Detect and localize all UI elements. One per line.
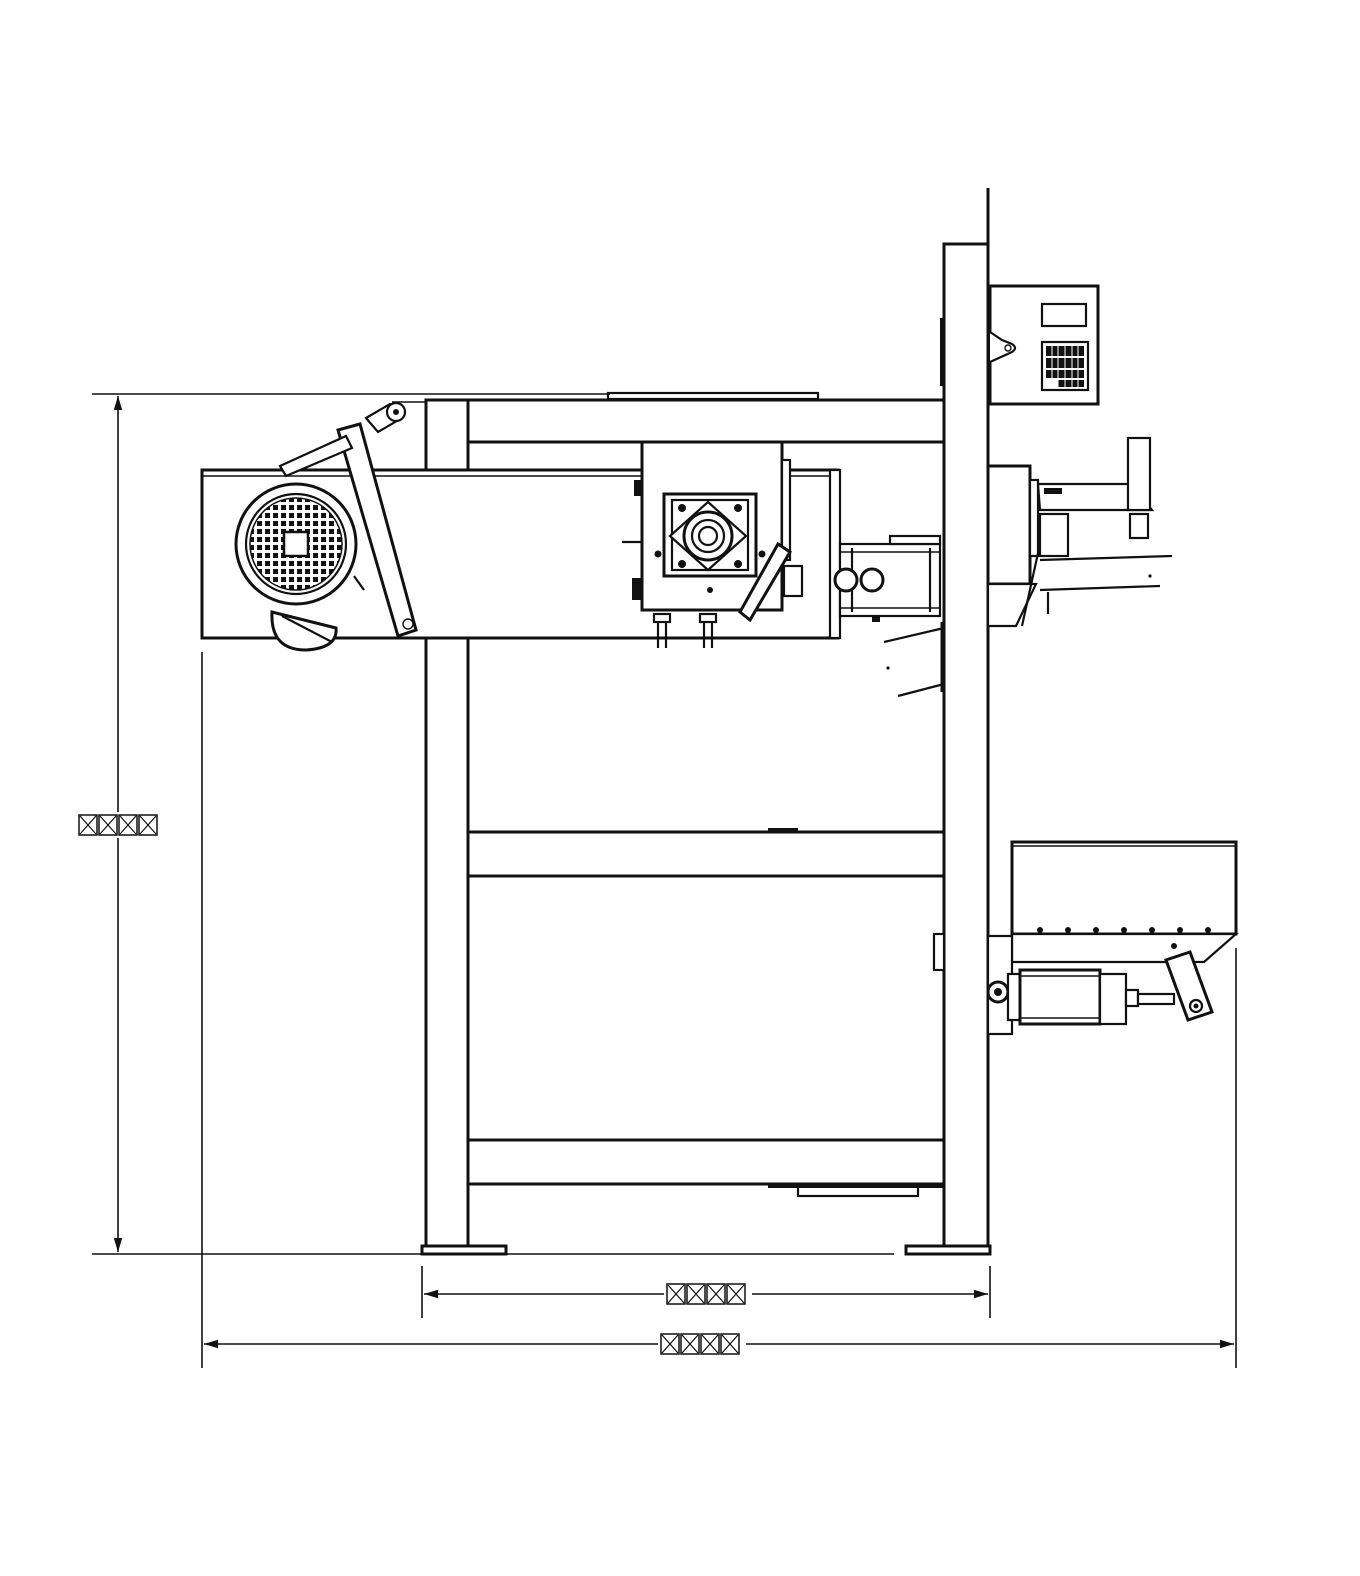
- control-display: [1040, 302, 1088, 328]
- body-bolt-bottom: [707, 587, 713, 593]
- motor-terminal-dome: [270, 610, 338, 652]
- body-bolt-left: [654, 550, 662, 558]
- gearbox-angled-guard: [738, 541, 793, 623]
- overall-width-dimension-label: [658, 1332, 742, 1356]
- right-lever-assembly: [986, 436, 1173, 628]
- gearbox-left-lug-top: [634, 480, 642, 496]
- fitting-right-cap: [698, 612, 718, 624]
- lever-upright: [1126, 436, 1152, 512]
- lever-screw: [1044, 488, 1062, 494]
- discharge-tray-assembly: [932, 840, 1239, 1036]
- missing-glyph-box: [118, 814, 138, 836]
- missing-glyph-box: [700, 1333, 720, 1355]
- height-dimension-label: [76, 813, 160, 837]
- roller-right: [859, 567, 885, 593]
- lower-crossbar: [466, 1138, 946, 1186]
- right-foot: [904, 1244, 992, 1256]
- control-box-mount-left: [940, 318, 944, 386]
- body-bolt-right: [758, 550, 766, 558]
- gearbox-side-block: [782, 564, 804, 598]
- flange-bolt-br: [734, 560, 742, 568]
- mount-bolt-bottom: [402, 618, 414, 630]
- lever-bracket: [1028, 478, 1040, 558]
- lever-side-plate: [1038, 512, 1070, 558]
- lever-arm: [1036, 482, 1155, 512]
- crossbar-clip: [768, 828, 798, 833]
- deflector-lower: [897, 682, 945, 698]
- missing-glyph-box: [660, 1333, 680, 1355]
- left-foot: [420, 1244, 508, 1256]
- lower-plate-clip: [768, 1184, 944, 1188]
- discharge-tray: [1010, 840, 1238, 936]
- right-post: [942, 242, 990, 1250]
- pivot-bolt-center: [393, 409, 399, 415]
- roller-top-bracket: [888, 534, 942, 546]
- drive-motor: [234, 401, 426, 652]
- machine-frame: [420, 188, 992, 1256]
- missing-glyph-box: [98, 814, 118, 836]
- control-box-hinge-clip: [989, 331, 1017, 364]
- motor-dome-strap: [281, 615, 333, 643]
- deflector-upper: [883, 626, 945, 644]
- missing-glyph-box: [680, 1333, 700, 1355]
- rocker-pivot-top: [1171, 943, 1177, 949]
- control-box-hinge-pin: [1004, 344, 1012, 352]
- lever-lower-wedge: [986, 582, 1038, 628]
- missing-glyph-box: [666, 1283, 686, 1305]
- missing-glyph-box: [706, 1283, 726, 1305]
- cylinder-barrel: [1018, 968, 1102, 1026]
- missing-glyph-box: [686, 1283, 706, 1305]
- missing-glyph-box: [138, 814, 158, 836]
- keypad-keys: [1046, 346, 1084, 387]
- roller-bottom-nut: [872, 616, 880, 622]
- flange-bolt-bl: [678, 560, 686, 568]
- tray-left-mount: [932, 932, 946, 972]
- lever-guide-rail-top: [1039, 554, 1173, 562]
- motor-shaft-square: [282, 530, 310, 558]
- flange-bolt-tr: [734, 504, 742, 512]
- missing-glyph-box: [78, 814, 98, 836]
- gearbox-shaft-ring-inner: [697, 525, 719, 547]
- middle-crossbar: [466, 830, 946, 878]
- cylinder-rod-gland: [1124, 988, 1140, 1008]
- roller-assembly: [833, 534, 945, 698]
- missing-glyph-box: [726, 1283, 746, 1305]
- gearbox-right-strip: [780, 458, 792, 562]
- tray-rivets: [1037, 927, 1211, 933]
- missing-glyph-box: [720, 1333, 740, 1355]
- motor-side-lug: [353, 575, 365, 591]
- motor-mount-plate: [278, 434, 354, 478]
- housing-right-flange: [828, 468, 842, 640]
- lever-small-block: [1128, 512, 1150, 540]
- lever-block: [986, 464, 1032, 586]
- gearbox-unit: [622, 440, 804, 648]
- top-beam: [466, 398, 946, 444]
- gearbox-left-lug-bottom: [632, 578, 642, 600]
- cylinder-end-cap-right: [1098, 972, 1128, 1026]
- frame-width-dimension-label: [664, 1282, 748, 1306]
- top-plate: [606, 391, 820, 401]
- motor-mount-arm: [336, 422, 418, 638]
- roller-left: [833, 567, 859, 593]
- dimension-lines: [92, 393, 1237, 1368]
- lever-guide-rail-bottom: [1039, 584, 1161, 592]
- cylinder-rod: [1136, 992, 1176, 1006]
- tray-hinge-bracket: [1010, 932, 1239, 964]
- control-panel: [940, 284, 1100, 406]
- gearbox-drain-fittings: [652, 612, 718, 648]
- flange-bolt-tl: [678, 504, 686, 512]
- fitting-left-cap: [652, 612, 672, 624]
